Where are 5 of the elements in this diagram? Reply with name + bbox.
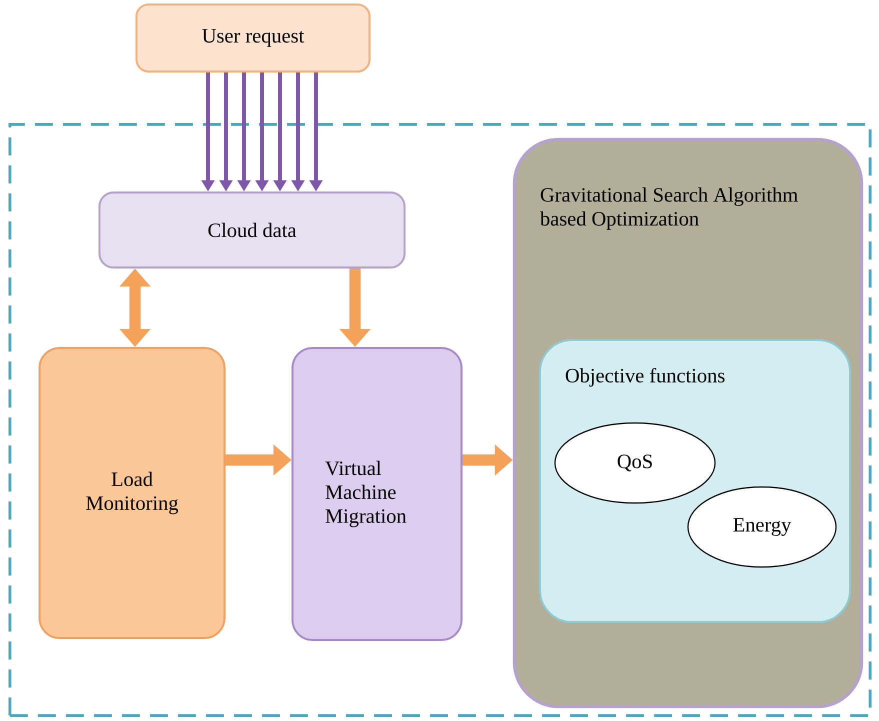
process-box: Virtual Machine Migration [292, 346, 463, 642]
process-box: Load Monitoring [38, 346, 226, 640]
dashed-frame [8, 123, 872, 717]
request-box: User request [135, 4, 371, 72]
process-box: Cloud data [98, 191, 406, 268]
